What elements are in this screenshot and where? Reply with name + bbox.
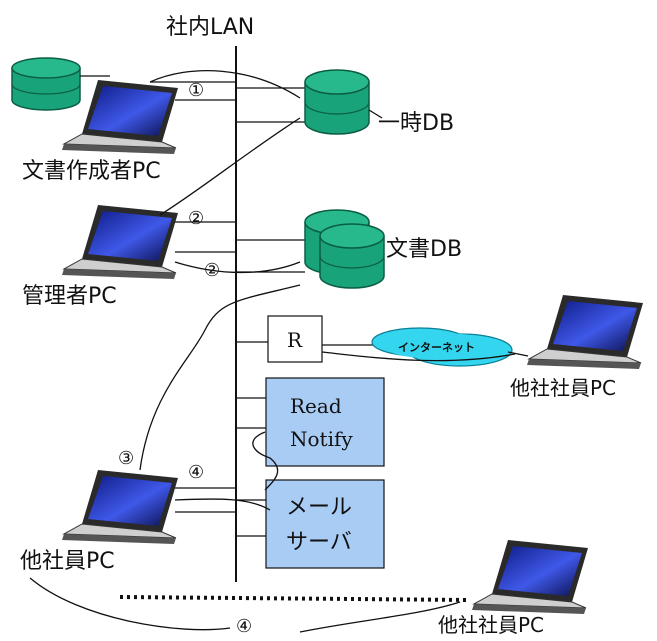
external-right-laptop-icon — [527, 295, 643, 369]
author-laptop-icon — [62, 80, 178, 154]
read-notify-server — [265, 377, 385, 467]
step-2-marker-bottom: ② — [204, 260, 220, 281]
author-pc-label: 文書作成者PC — [22, 159, 161, 184]
step-2-marker-top: ② — [188, 208, 204, 229]
external-right-pc-label: 他社社員PC — [510, 376, 616, 400]
flow-lines — [29, 70, 516, 633]
temp-db-label: 一時DB — [378, 111, 454, 136]
step-4-marker-bottom: ④ — [236, 616, 252, 637]
doc-db-label: 文書DB — [386, 237, 462, 262]
step-3-marker: ③ — [118, 448, 134, 469]
read-notify-line1: Read — [290, 394, 342, 418]
router-label: R — [287, 328, 303, 352]
employee-pc-label: 他社員PC — [20, 549, 115, 574]
temp-db-icon — [304, 69, 370, 135]
admin-pc-label: 管理者PC — [22, 284, 117, 309]
admin-laptop-icon — [62, 205, 178, 279]
external-bottom-laptop-icon — [472, 540, 588, 614]
internet-label: インターネット — [398, 341, 475, 354]
doc-db-icon — [304, 209, 385, 289]
mail-server — [265, 479, 385, 569]
employee-laptop-icon — [62, 470, 178, 544]
mail-server-line1: メール — [286, 495, 352, 520]
dotted-link — [119, 595, 469, 602]
lan-taps — [150, 81, 385, 537]
author-local-db-icon — [11, 57, 81, 111]
read-notify-line2: Notify — [290, 427, 353, 451]
mail-server-line2: サーバ — [286, 530, 352, 555]
lan-label: 社内LAN — [166, 15, 254, 40]
router-box — [267, 315, 323, 363]
external-bottom-pc-label: 他社社員PC — [438, 613, 544, 637]
step-4-marker: ④ — [188, 462, 204, 483]
step-1-marker: ① — [188, 80, 204, 101]
